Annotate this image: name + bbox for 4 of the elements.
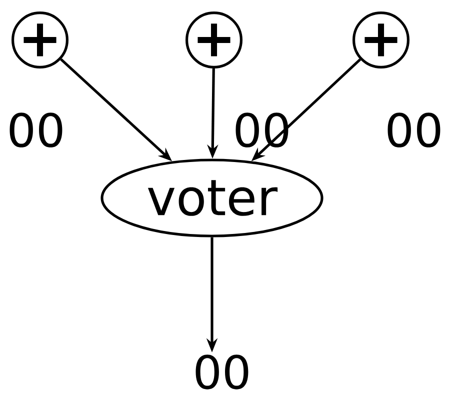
edge-label: 00	[236, 112, 288, 148]
edge-label: 00	[10, 112, 62, 148]
edge-label: 00	[388, 112, 440, 148]
output-label: 00	[196, 354, 248, 390]
